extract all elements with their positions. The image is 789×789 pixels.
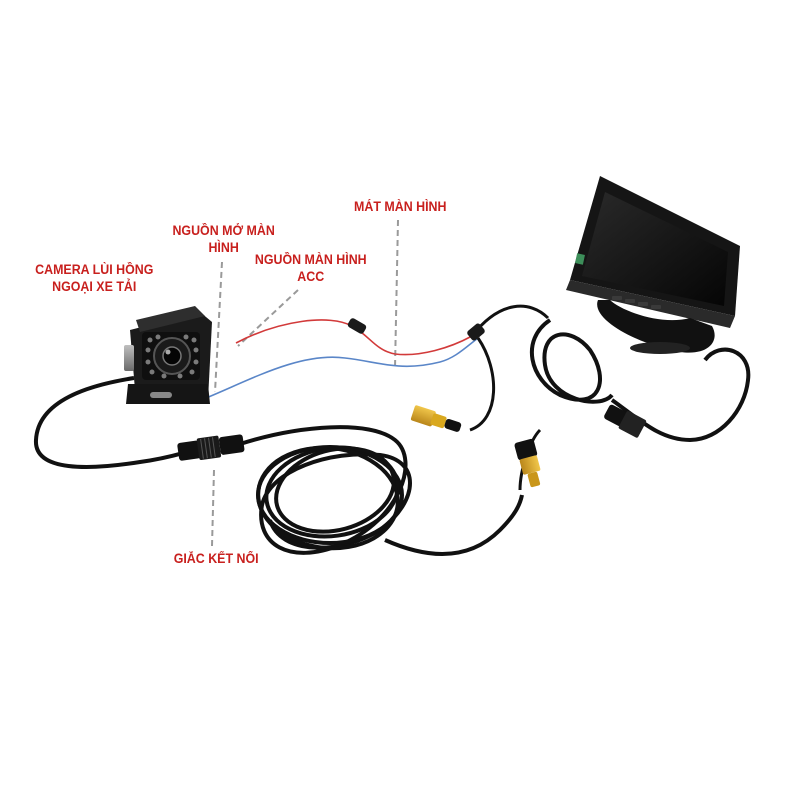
acc-label: NGUỒN MÀN HÌNH ACC [255, 251, 367, 285]
rear-camera [124, 306, 212, 404]
monitor-cable-connector [604, 404, 647, 438]
acc-label-line1: NGUỒN MÀN HÌNH [254, 252, 367, 267]
monitor-cable-coil [530, 318, 751, 443]
leader-connector [211, 469, 215, 547]
blue-acc-wire [205, 337, 479, 399]
camera-label-line2: NGOẠI XE TẢI [52, 279, 137, 294]
yellow-rca-female [410, 405, 462, 432]
infrared-leds [145, 334, 199, 379]
y-splitter [467, 323, 485, 341]
leader-lines [211, 219, 399, 547]
coiled-extension-cable [239, 425, 524, 556]
red-power-wire [235, 319, 473, 356]
leader-power-on [214, 261, 223, 393]
camera-label: CAMERA LÙI HỒNG NGOẠI XE TẢI [35, 261, 153, 295]
yellow-rca-male [514, 438, 541, 488]
aviation-connector [177, 434, 245, 461]
ground-label: MÁT MÀN HÌNH [354, 198, 446, 215]
camera-cable [33, 376, 196, 469]
power-on-label-line1: NGUỒN MỞ MÀN [172, 223, 275, 238]
monitor-screen [582, 192, 728, 306]
connector-label: GIẮC KẾT NỐI [174, 550, 259, 567]
monitor-buttons[interactable] [612, 296, 661, 309]
power-on-label: NGUỒN MỞ MÀN HÌNH [172, 222, 274, 256]
inline-connector [347, 318, 367, 334]
monitor-stand [597, 300, 715, 353]
acc-label-line2: ACC [297, 269, 325, 284]
leader-acc [237, 289, 299, 347]
monitor-status-indicator [575, 253, 585, 265]
splitter-to-yellow-rca [469, 337, 496, 432]
power-on-label-line2: HÌNH [208, 240, 239, 255]
lcd-monitor [566, 176, 740, 354]
ground-label-line1: MÁT MÀN HÌNH [354, 199, 447, 214]
camera-label-line1: CAMERA LÙI HỒNG [35, 262, 154, 277]
leader-ground [394, 219, 399, 369]
connector-label-line1: GIẮC KẾT NỐI [173, 551, 259, 566]
